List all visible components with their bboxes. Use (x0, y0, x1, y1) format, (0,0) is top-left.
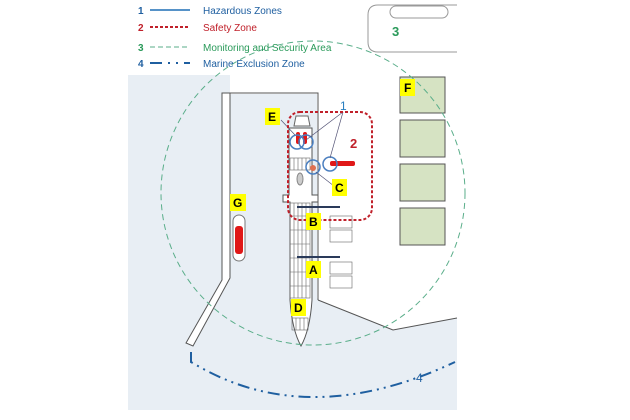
marker-a: A (309, 263, 318, 277)
container-stacks (329, 215, 353, 289)
loading-arm (293, 115, 311, 127)
marker-b: B (309, 215, 318, 229)
terminal-pill (389, 5, 449, 19)
ship-funnel (296, 172, 304, 186)
hazard-pipe (330, 161, 355, 166)
marker-e: E (268, 110, 276, 124)
safety-zone (287, 111, 373, 221)
legend-num-2: 2 (138, 23, 144, 34)
legend-num-3: 3 (138, 43, 144, 54)
legend-num-1: 1 (138, 6, 144, 17)
marker-d: D (294, 301, 303, 315)
hazard-valve (310, 165, 316, 171)
warehouse (399, 119, 446, 158)
legend-num-4: 4 (138, 59, 144, 70)
berth-lines (297, 206, 340, 258)
zone-label-3: 3 (392, 24, 399, 39)
monitoring-area (160, 40, 466, 346)
shoreline (317, 299, 458, 331)
water-body (128, 75, 230, 410)
legend-label-3: Monitoring and Security Area (203, 43, 332, 54)
legend-label-1: Hazardous Zones (203, 6, 282, 17)
warehouse (399, 163, 446, 202)
zone-label-4: 4 (416, 371, 423, 385)
zone-label-2: 2 (350, 136, 357, 151)
zone-label-1: 1 (340, 99, 347, 113)
fuel-barge-tank (235, 226, 243, 254)
marine-exclusion-zone (190, 352, 456, 399)
hazard-leaders (280, 111, 344, 187)
markers: E C B A D F G (230, 79, 415, 316)
marker-g: G (233, 196, 242, 210)
legend-label-2: Safety Zone (203, 23, 257, 34)
marker-c: C (335, 181, 344, 195)
legend: 1 Hazardous Zones 2 Safety Zone 3 Monito… (138, 6, 332, 70)
hazardous-zones (289, 134, 338, 175)
warehouses (399, 76, 446, 246)
marker-f: F (404, 81, 411, 95)
warehouse (399, 207, 446, 246)
legend-label-4: Marine Exclusion Zone (203, 59, 305, 70)
terminal-area-outline (367, 4, 457, 53)
